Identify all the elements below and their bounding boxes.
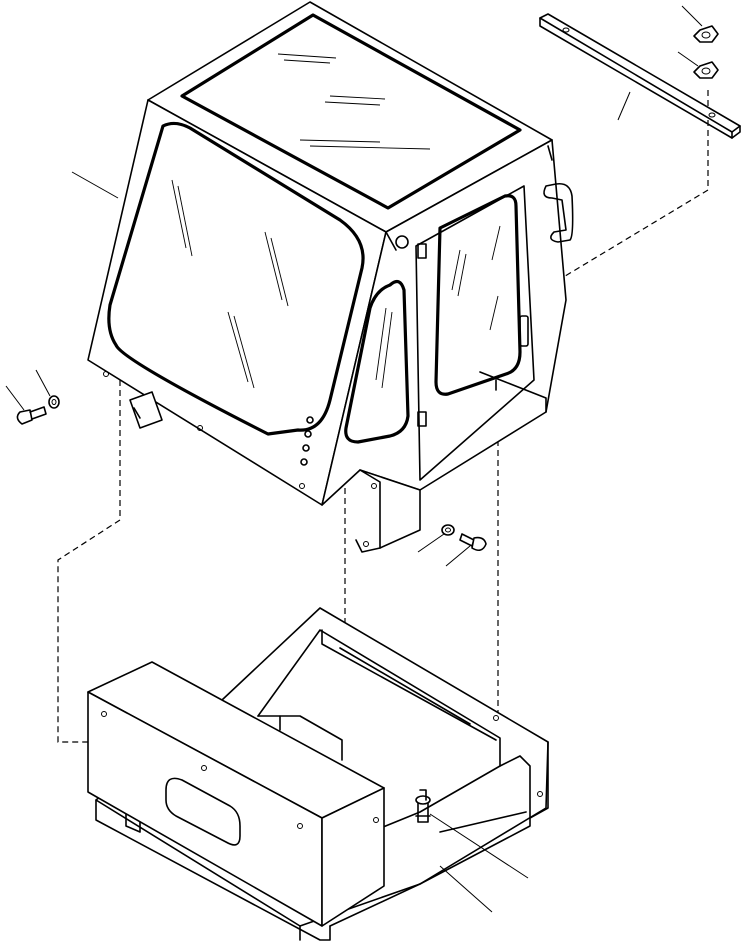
front-indicator-2 <box>304 430 312 438</box>
leader-floor-bolt <box>429 813 529 879</box>
box-handle-recess <box>165 777 241 846</box>
hex-nut-upper-2 <box>693 61 719 79</box>
front-window <box>107 121 365 436</box>
box-side <box>321 787 385 927</box>
leader-washer-right <box>417 533 445 553</box>
leader-bolt-left <box>5 385 25 411</box>
alignment-line-left <box>57 360 121 743</box>
door-window <box>434 194 522 396</box>
side-fixed-window <box>344 279 410 444</box>
front-indicator-3 <box>302 444 310 452</box>
grab-handle <box>543 182 574 243</box>
leader-nut-1 <box>681 5 703 27</box>
washer-right <box>441 524 455 536</box>
leader-cab <box>71 171 119 199</box>
left-mount-bracket <box>129 391 163 429</box>
right-mount-plate <box>359 469 421 549</box>
front-indicator-4 <box>300 458 308 466</box>
leader-strap <box>617 91 631 121</box>
washer-left <box>48 395 60 409</box>
floor-bolt <box>415 789 431 823</box>
bolt-right <box>459 533 487 552</box>
roof-window <box>180 13 522 210</box>
rear-lower-panel <box>479 371 547 413</box>
cab-side-face <box>321 139 567 506</box>
door-glare <box>451 225 501 331</box>
operator-cab <box>87 1 574 553</box>
leader-nut-2 <box>677 51 699 67</box>
front-indicator-1 <box>306 416 314 424</box>
door-hinge-upper <box>417 243 427 259</box>
hex-nut-upper-1 <box>693 25 719 43</box>
door-latch <box>519 315 529 347</box>
upper-mounting-strap <box>539 13 741 139</box>
roof-glare <box>277 53 431 150</box>
side-storage-box <box>87 661 385 927</box>
leader-base-frame <box>439 865 493 913</box>
bolt-left <box>16 406 47 425</box>
cab-lift-eye <box>395 235 409 249</box>
leader-bolt-right <box>445 545 471 567</box>
leader-washer-left <box>35 369 51 397</box>
leader-lines <box>5 5 703 913</box>
side-fixed-glare <box>375 307 393 389</box>
door-hinge-lower <box>417 411 427 427</box>
front-glare <box>171 179 289 389</box>
